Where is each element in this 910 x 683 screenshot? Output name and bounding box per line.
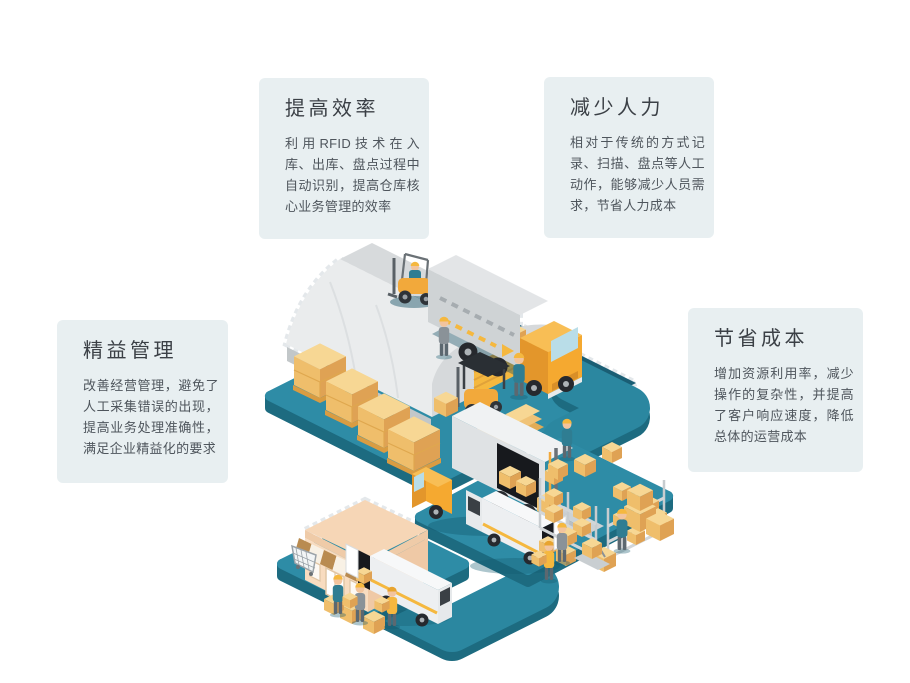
benefit-card-lean: 精益管理 改善经营管理，避免了人工采集错误的出现，提高业务处理准确性，满足企业精…: [57, 320, 228, 483]
benefit-card-manpower: 减少人力 相对于传统的方式记录、扫描、盘点等人工动作，能够减少人员需求，节省人力…: [544, 77, 714, 238]
card-body: 改善经营管理，避免了人工采集错误的出现，提高业务处理准确性，满足企业精益化的要求: [83, 378, 219, 456]
shopping-basket: [291, 544, 317, 576]
storage-rack-left: [538, 466, 598, 558]
road-upper: [542, 358, 650, 471]
truck-windshield: [551, 327, 578, 362]
truck-cab: [520, 338, 548, 394]
benefit-card-efficiency: 提高效率 利用RFID技术在入库、出库、盘点过程中自动识别，提高仓库核心业务管理…: [259, 78, 429, 239]
card-title: 提高效率: [285, 98, 379, 120]
store-roof: [305, 500, 428, 560]
card-body: 相对于传统的方式记录、扫描、盘点等人工动作，能够减少人员需求，节省人力成本: [570, 135, 705, 213]
forklift-upper: [387, 252, 438, 308]
truck-trailer-top: [428, 255, 548, 315]
card-title: 减少人力: [570, 97, 664, 119]
card-body: 增加资源利用率，减少操作的复杂性，并提高了客户响应速度，降低总体的运营成本: [714, 366, 854, 444]
card-title: 节省成本: [714, 328, 808, 350]
truck-trailer-side: [428, 269, 520, 368]
card-body: 利用RFID技术在入库、出库、盘点过程中自动识别，提高仓库核心业务管理的效率: [285, 136, 420, 214]
delivery-van-store: [345, 543, 452, 627]
card-title: 精益管理: [83, 340, 177, 362]
weighing-scale: [574, 538, 610, 570]
benefit-card-cost: 节省成本 增加资源利用率，减少操作的复杂性，并提高了客户响应速度，降低总体的运营…: [688, 308, 863, 472]
